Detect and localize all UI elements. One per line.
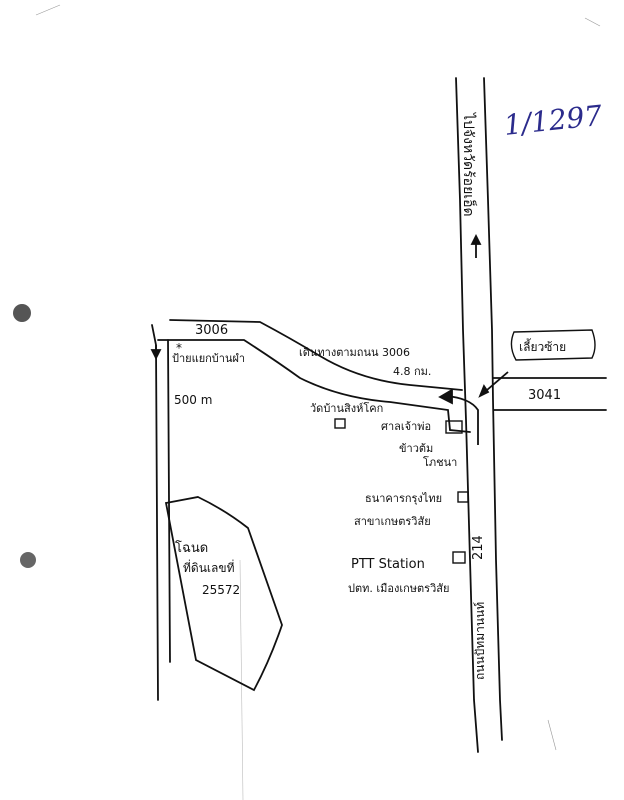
label-bank2: สาขาเกษตรวิสัย — [354, 515, 431, 528]
label-ptt: PTT Station — [351, 557, 425, 572]
label-plot-line3: 25572 — [202, 583, 240, 597]
punch-hole-top — [13, 304, 31, 322]
temple-marker — [334, 418, 346, 429]
label-turn-left: เลี้ยวซ้าย — [519, 338, 566, 354]
label-shop2: โภชนา — [423, 455, 457, 469]
land-plot-outline — [164, 496, 283, 692]
label-plot-line2: ที่ดินเลขที่ — [183, 559, 235, 575]
route-arrow-3041-head — [478, 384, 490, 398]
label-junction-sign: ป้ายแยกบ้านผำ — [172, 352, 245, 365]
label-road-3041: 3041 — [528, 388, 561, 403]
road-3006-bottom-edge — [157, 339, 471, 433]
label-note-3006: เดินทางตามถนน 3006 — [299, 346, 410, 359]
route-arrow-head — [438, 388, 453, 405]
turn-left-sign-box — [510, 329, 596, 361]
road-lines — [151, 77, 607, 753]
label-temple: วัดบ้านสิงห์โคก — [310, 401, 383, 415]
route-arrows — [150, 233, 509, 445]
place-markers — [334, 329, 596, 564]
scan-artifacts — [35, 4, 601, 800]
label-shop1: ข้าวต้ม — [399, 442, 433, 455]
label-plot-line1: โฉนด — [175, 540, 208, 556]
junction-star: * — [176, 341, 182, 355]
label-ptt-thai: ปตท. เมืองเกษตรวิสัย — [348, 582, 449, 595]
label-bank1: ธนาคารกรุงไทย — [365, 492, 442, 505]
road-3006-top-edge — [169, 319, 463, 391]
shop-marker — [445, 420, 463, 434]
arrow-up-head — [470, 233, 482, 245]
arrow-down-left-head — [150, 349, 162, 361]
left-branch-road — [151, 324, 159, 701]
label-bottom-road: ถนนปัทมานนท์ — [473, 602, 487, 680]
punch-hole-bottom — [20, 552, 36, 568]
label-road-3006-top: 3006 — [195, 323, 228, 338]
bank-marker — [457, 491, 469, 503]
left-branch-road-inner — [167, 339, 171, 663]
label-direction-top: ไปจังหวัดร้อยเอ็ด — [460, 112, 478, 217]
label-note-distance: 4.8 กม. — [393, 365, 431, 378]
label-shrine: ศาลเจ้าพ่อ — [381, 420, 431, 433]
ptt-marker — [452, 551, 466, 564]
main-road-right-edge — [483, 77, 503, 741]
document-id: 1/1297 — [502, 99, 604, 142]
label-500m: 500 m — [174, 393, 212, 407]
label-road-214: 214 — [471, 535, 486, 560]
main-road-left-edge — [455, 77, 479, 753]
